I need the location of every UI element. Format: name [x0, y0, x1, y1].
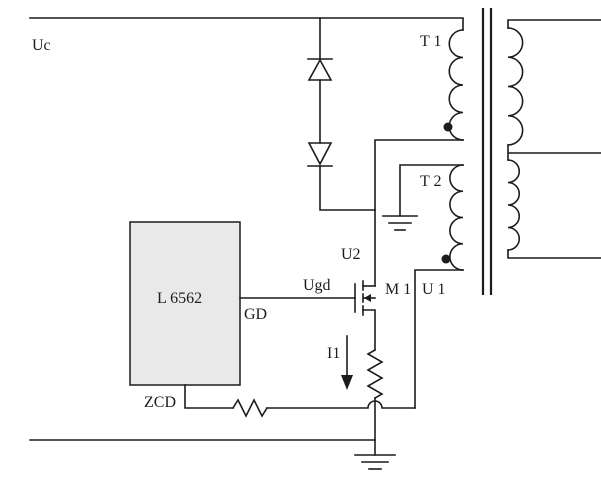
clamp-branch-wire	[319, 17, 376, 211]
mosfet-source-lead	[362, 309, 376, 351]
transformer-core	[481, 8, 493, 295]
t1-primary-winding	[448, 29, 464, 141]
t1-label: T 1	[420, 33, 441, 50]
diode-upper-triangle	[307, 58, 333, 81]
aux-to-zcd-wire	[414, 269, 464, 409]
zcd-resistor	[231, 398, 269, 418]
mosfet-m1-icon	[354, 280, 376, 351]
t1-polarity-dot	[443, 122, 453, 132]
sense-resistor	[366, 348, 384, 400]
i1-arrow-head	[341, 375, 353, 390]
diode-lower-triangle	[307, 142, 333, 166]
zcd-network	[184, 384, 416, 418]
t2-label: T 2	[420, 173, 441, 190]
zcd-wire-with-hop	[266, 400, 416, 409]
t2-aux-winding	[449, 164, 464, 271]
current-arrow-i1-icon	[341, 335, 353, 390]
chip-label: L 6562	[157, 290, 202, 307]
secondary-terminal-wires	[507, 19, 601, 259]
controller-chip	[129, 221, 241, 386]
clamp-diode-lower-icon	[307, 142, 333, 167]
drain-wire	[374, 139, 464, 287]
u2-label: U2	[341, 246, 361, 263]
uc-label: Uc	[32, 37, 51, 54]
gd-pin-label: GD	[244, 306, 267, 323]
u1-label: U 1	[422, 281, 446, 298]
top-rail-wire	[29, 17, 464, 31]
zcd-pin-label: ZCD	[144, 394, 176, 411]
mosfet-body-arrow	[364, 294, 371, 302]
zcd-pin-wire	[184, 384, 234, 409]
ugd-label: Ugd	[303, 277, 331, 294]
i1-label: I1	[327, 345, 340, 362]
ground-symbol-aux-icon	[382, 215, 418, 231]
t2-polarity-dot	[441, 254, 451, 264]
t2-top-ground-wire	[399, 164, 464, 217]
clamp-diode-upper-icon	[307, 58, 333, 81]
ground-symbol-main-icon	[354, 454, 396, 470]
secondary-winding-bottom	[507, 159, 520, 251]
m1-label: M 1	[385, 281, 411, 298]
secondary-winding-top	[507, 27, 524, 146]
